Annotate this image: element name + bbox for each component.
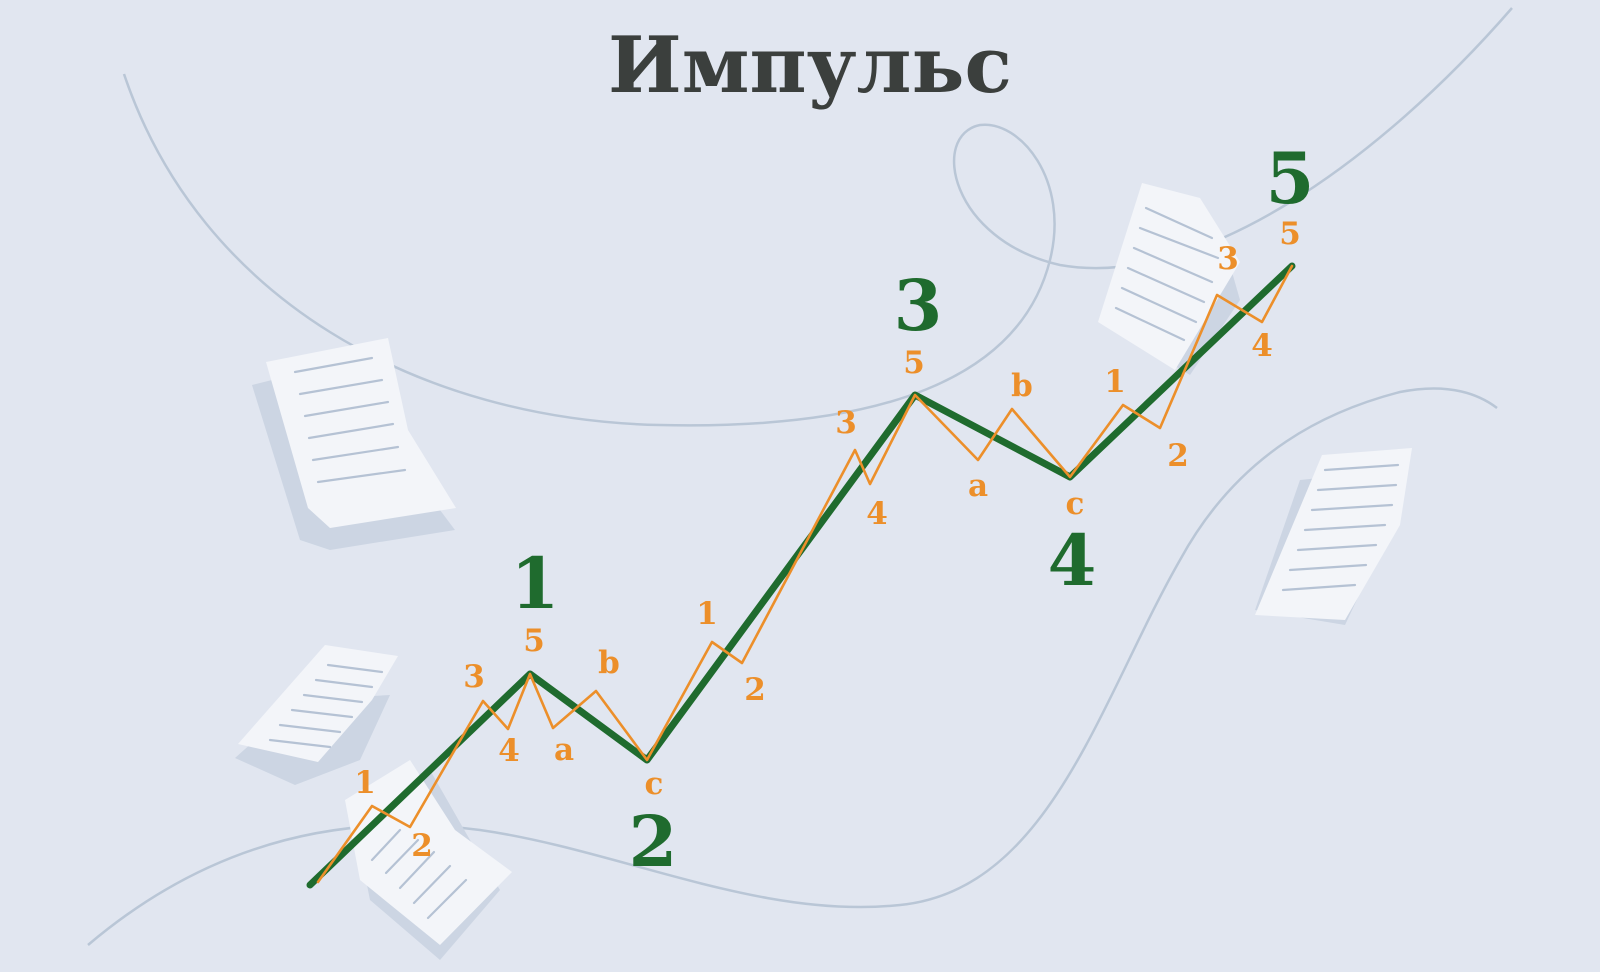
wave5-sub-labels: 1 2 3 4 5 (1104, 216, 1301, 474)
sub-label: 2 (411, 828, 433, 864)
sub-label: 1 (1104, 364, 1126, 400)
sub-label: b (598, 645, 620, 681)
sub-label: 2 (744, 672, 766, 708)
wave2-sub-labels: a b c (554, 645, 663, 802)
sub-label: 5 (903, 345, 925, 381)
major-label-3: 3 (894, 264, 943, 347)
document-icon (345, 760, 512, 960)
sub-label: 4 (1251, 328, 1273, 364)
page-title: Импульс (608, 20, 1012, 111)
sub-label: 4 (498, 733, 520, 769)
wave3-sub-labels: 1 2 3 4 5 (696, 345, 925, 708)
sub-label: c (1066, 486, 1085, 522)
major-wave-labels: 1 2 3 4 5 (511, 137, 1315, 883)
sub-label: 1 (696, 596, 718, 632)
main-impulse-wave (306, 262, 1296, 889)
sub-label: 5 (1279, 216, 1301, 252)
decorative-papers (235, 183, 1412, 960)
document-icon (235, 645, 398, 785)
sub-label: b (1011, 368, 1033, 404)
sub-label: 5 (523, 623, 545, 659)
sub-label: a (554, 732, 574, 768)
major-label-2: 2 (629, 800, 678, 883)
document-icon (1255, 448, 1412, 625)
sub-label: 1 (354, 765, 376, 801)
sub-label: c (645, 766, 664, 802)
major-label-4: 4 (1048, 519, 1097, 602)
sub-label: 3 (463, 659, 485, 695)
sub-label: 2 (1167, 438, 1189, 474)
major-label-1: 1 (511, 542, 560, 625)
sub-wave-path (316, 264, 1294, 884)
sub-label: 4 (866, 496, 888, 532)
major-label-5: 5 (1266, 137, 1315, 220)
sub-label: 3 (835, 405, 857, 441)
wave4-sub-labels: a b c (968, 368, 1084, 522)
sub-label: a (968, 468, 988, 504)
document-icon (252, 338, 456, 550)
sub-label: 3 (1217, 241, 1239, 277)
wave1-sub-labels: 1 2 3 4 5 (354, 623, 545, 864)
document-icon (1098, 183, 1240, 375)
